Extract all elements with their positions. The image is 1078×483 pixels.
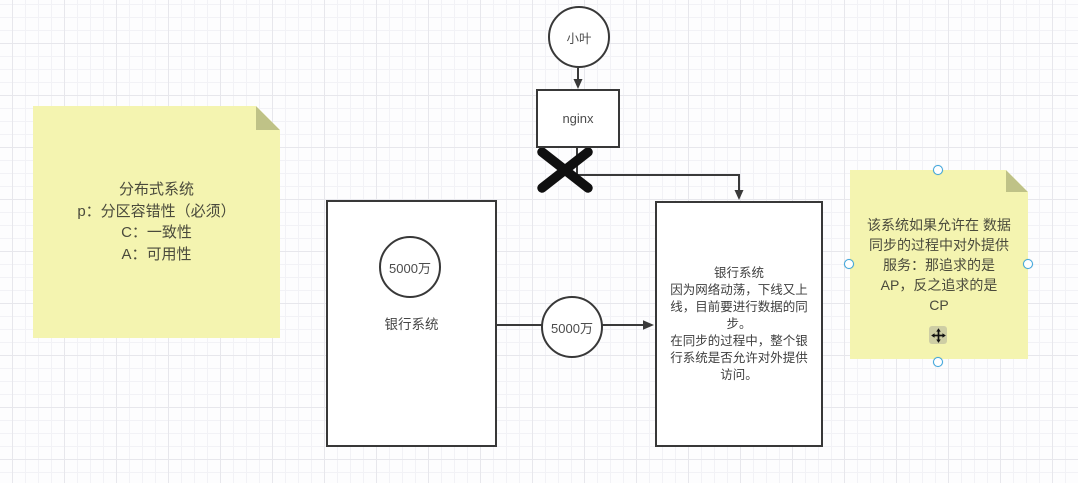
bank-right-text: 银行系统 因为网络动荡，下线又上 线，目前要进行数据的同 步。 在同步的过程中，… [670, 265, 808, 382]
transfer-amount-label: 5000万 [551, 320, 593, 336]
broken-connection-x-icon[interactable] [537, 147, 593, 193]
edge-user-to-nginx[interactable] [573, 68, 583, 89]
selection-handle-top[interactable] [933, 165, 943, 175]
amount-label: 5000万 [389, 260, 431, 276]
nginx-node[interactable]: nginx [536, 89, 620, 148]
move-icon[interactable] [929, 326, 947, 344]
bank-system-node-left[interactable]: 5000万 银行系统 [326, 200, 497, 447]
user-circle-node[interactable]: 小叶 [548, 6, 610, 68]
bank-system-node-right[interactable]: 银行系统 因为网络动荡，下线又上 线，目前要进行数据的同 步。 在同步的过程中，… [655, 201, 823, 447]
bank-left-label: 银行系统 [384, 317, 439, 332]
amount-circle[interactable]: 5000万 [379, 236, 441, 298]
note-text: 该系统如果允许在 数据 同步的过程中对外提供 服务：那追求的是 AP，反之追求的… [867, 216, 1011, 313]
user-label: 小叶 [566, 31, 592, 46]
sticky-note-cap-choice[interactable]: 该系统如果允许在 数据 同步的过程中对外提供 服务：那追求的是 AP，反之追求的… [850, 170, 1028, 359]
selection-handle-left[interactable] [844, 259, 854, 269]
sticky-note-cap-theory[interactable]: 分布式系统 p：分区容错性（必须） C：一致性 A：可用性 [33, 106, 280, 338]
edge-nginx-to-bank-right[interactable] [576, 148, 744, 200]
selection-handle-right[interactable] [1023, 259, 1033, 269]
note-text: 分布式系统 p：分区容错性（必须） C：一致性 A：可用性 [77, 181, 236, 263]
transfer-amount-circle[interactable]: 5000万 [541, 296, 603, 358]
nginx-label: nginx [562, 111, 594, 126]
selection-handle-bottom[interactable] [933, 357, 943, 367]
